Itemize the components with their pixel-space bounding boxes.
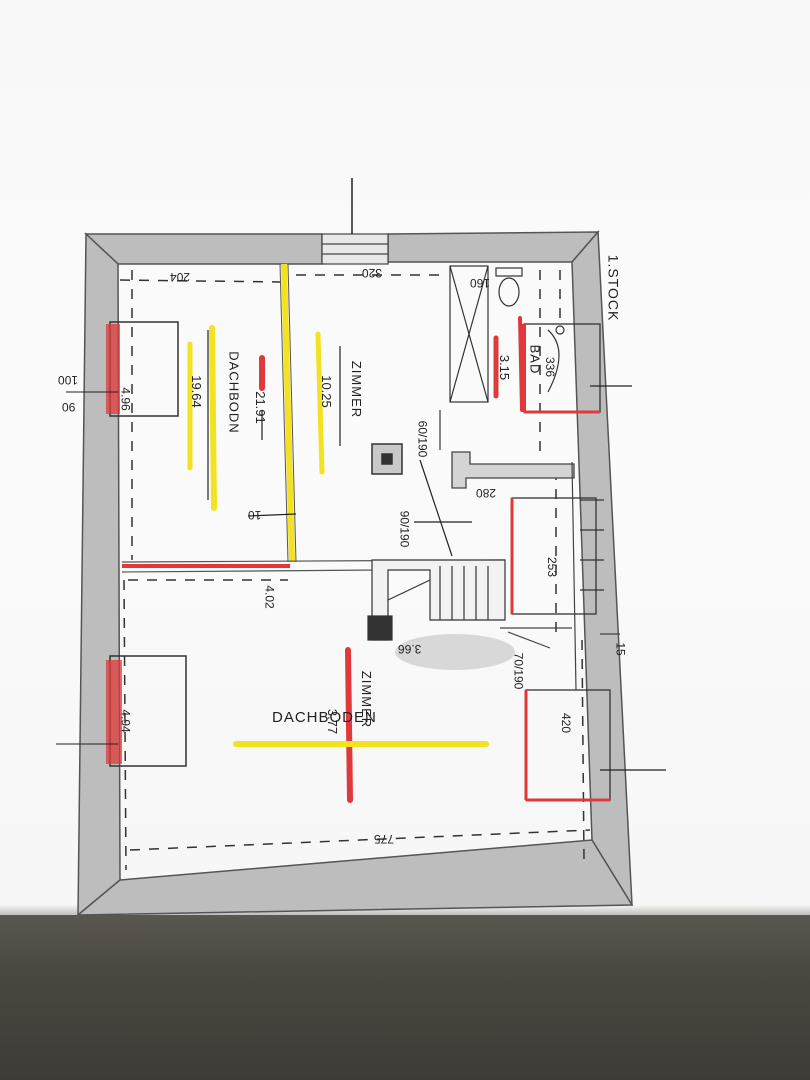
left-window-upper <box>66 321 179 417</box>
zimmer-top-name: ZIMMER <box>349 360 365 419</box>
dachboden-left-area2: 21.91 <box>252 391 268 424</box>
right-window-lower <box>524 689 666 802</box>
zimmer-bottom-area: 3.77 <box>325 708 341 735</box>
dim-90-190: 90/190 <box>397 510 412 548</box>
right-hall <box>500 461 620 691</box>
bathtub <box>449 265 489 403</box>
dim-366: 3.66 <box>398 642 422 656</box>
right-window-middle <box>510 497 604 615</box>
dachboden-left-name: DACHBODN <box>226 351 242 434</box>
dim-160: 160 <box>470 276 491 290</box>
table-surface <box>0 915 810 1080</box>
right-window-bad <box>522 323 632 414</box>
zimmer-top-area: 10.25 <box>318 375 334 408</box>
bad-name: BAD <box>527 344 543 375</box>
dachboden-bottom-name: DACHBODEN <box>272 709 377 726</box>
dim-60-190: 60/190 <box>415 420 430 458</box>
dim-15: 15 <box>613 642 628 656</box>
wall-top-left <box>84 233 323 265</box>
wall-top-right <box>387 231 600 263</box>
yellow-marks <box>187 325 489 747</box>
dim-280: 280 <box>476 486 497 500</box>
dim-253: 253 <box>545 556 560 578</box>
bad-partitions <box>439 410 575 489</box>
floor-label: 1.STOCK <box>605 254 622 322</box>
dim-420: 420 <box>559 712 574 734</box>
wall-right <box>571 230 633 906</box>
wall-bottom <box>75 839 634 916</box>
inner-wall-yellow <box>281 263 295 563</box>
chimney <box>371 443 403 475</box>
left-window-lower <box>56 655 187 767</box>
bad-value: 3.15 <box>497 354 513 381</box>
dachboden-left-area: 19.64 <box>188 375 204 408</box>
dim-100: 100 <box>58 373 79 387</box>
staircase <box>367 559 506 641</box>
dim-336: 336 <box>543 356 558 378</box>
dim-204: 204 <box>170 270 191 284</box>
dim-70-190: 70/190 <box>511 652 526 690</box>
dim-775: 775 <box>374 832 395 846</box>
dim-320: 320 <box>362 266 383 280</box>
dim-90: 90 <box>62 400 76 414</box>
dim-494: 4.94 <box>118 709 133 733</box>
dim-10: 10 <box>248 508 262 522</box>
smudge <box>395 634 515 670</box>
label-strokes <box>207 330 341 500</box>
zimmer-bottom-name: ZIMMER <box>359 670 375 729</box>
sink <box>547 325 565 393</box>
dim-496: 4.96 <box>118 387 133 411</box>
top-window <box>321 178 389 265</box>
red-marks <box>259 316 524 803</box>
dim-402: 4.02 <box>262 585 277 609</box>
leader-lines <box>247 459 472 557</box>
toilet <box>495 267 523 307</box>
